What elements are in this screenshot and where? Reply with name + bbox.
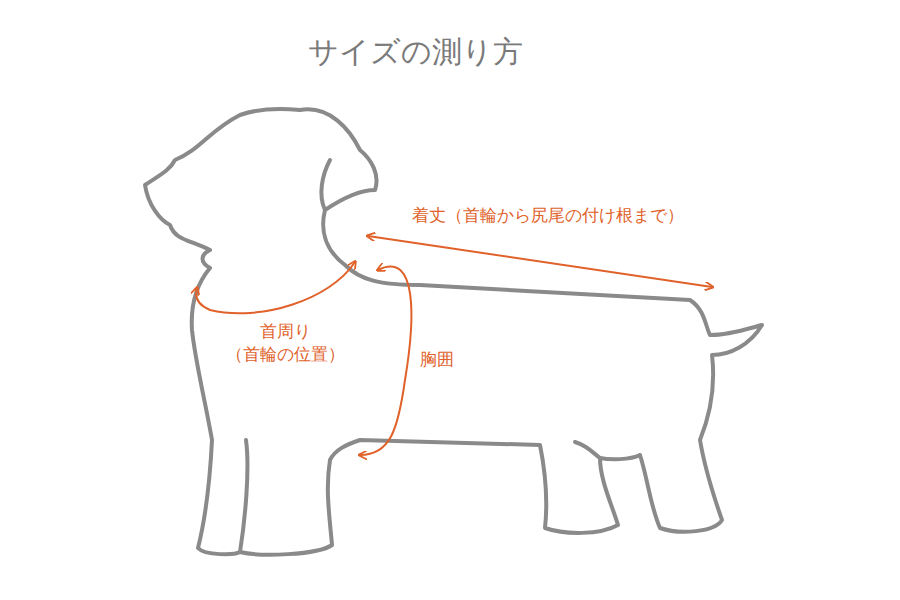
neck-label: 首周り （首輪の位置） (220, 320, 350, 366)
neck-arrow (196, 262, 355, 313)
diagram-title: サイズの測り方 (308, 32, 523, 73)
chest-arrow (360, 267, 411, 455)
dog-leg-line (240, 440, 247, 552)
dog-ear-line (321, 160, 330, 210)
length-label: 着丈（首輪から尻尾の付け根まで） (412, 204, 684, 227)
chest-label: 胸囲 (420, 348, 454, 371)
dog-hind-leg-line (575, 442, 600, 458)
dog-outline (145, 109, 762, 555)
length-arrow (368, 236, 712, 287)
